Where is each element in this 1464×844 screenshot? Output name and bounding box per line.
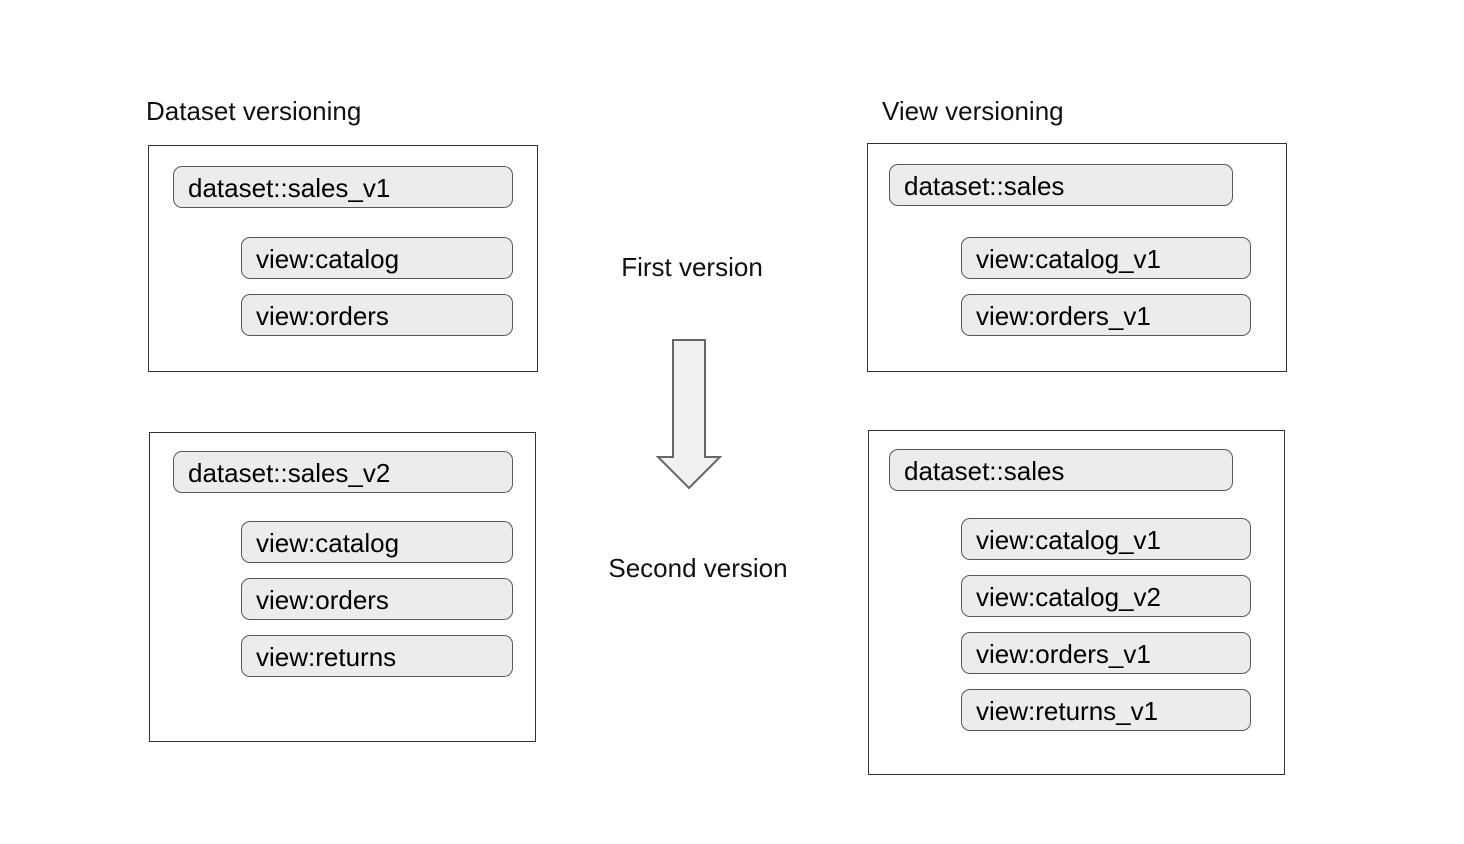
dataset-versioning-second-box: dataset::sales_v2 view:catalog view:orde… [149, 432, 536, 742]
down-arrow-icon [656, 339, 722, 490]
view-pill: view:catalog [241, 237, 513, 279]
view-pill: view:catalog_v1 [961, 237, 1251, 279]
view-pill: view:returns [241, 635, 513, 677]
view-versioning-second-box: dataset::sales view:catalog_v1 view:cata… [868, 430, 1285, 775]
view-pill: view:catalog_v2 [961, 575, 1251, 617]
second-version-label: Second version [608, 553, 788, 583]
down-arrow-shape [656, 339, 722, 490]
view-pill: view:orders_v1 [961, 294, 1251, 336]
view-pill: view:catalog_v1 [961, 518, 1251, 560]
dataset-versioning-first-box: dataset::sales_v1 view:catalog view:orde… [148, 145, 538, 372]
dataset-pill: dataset::sales [889, 164, 1233, 206]
view-pill: view:orders_v1 [961, 632, 1251, 674]
first-version-label: First version [621, 252, 763, 282]
view-versioning-title: View versioning [882, 96, 1064, 126]
dataset-versioning-title: Dataset versioning [146, 96, 362, 126]
view-pill: view:returns_v1 [961, 689, 1251, 731]
dataset-pill: dataset::sales [889, 449, 1233, 491]
dataset-pill: dataset::sales_v1 [173, 166, 513, 208]
dataset-pill: dataset::sales_v2 [173, 451, 513, 493]
view-versioning-first-box: dataset::sales view:catalog_v1 view:orde… [867, 143, 1287, 372]
view-pill: view:orders [241, 294, 513, 336]
view-pill: view:catalog [241, 521, 513, 563]
view-pill: view:orders [241, 578, 513, 620]
